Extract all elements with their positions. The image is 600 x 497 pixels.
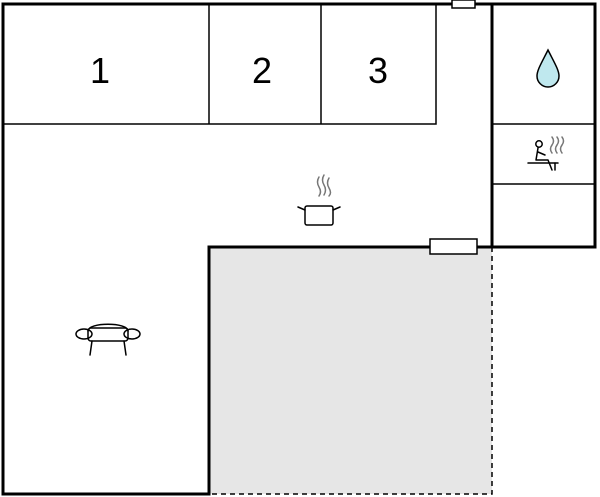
- room-label-2: 2: [252, 50, 272, 91]
- terrace-dashed-boundary: [209, 247, 493, 495]
- bedroom-corridor-wall: [3, 4, 437, 125]
- sauna-icon: [527, 136, 565, 171]
- window-terrace: [429, 238, 478, 255]
- cooking-pot-icon: [297, 174, 341, 226]
- window-top: [451, 0, 476, 9]
- water-drop-icon: [536, 48, 560, 88]
- room-label-3: 3: [368, 50, 388, 91]
- room-label-1: 1: [90, 50, 110, 91]
- terrace-area: [209, 247, 492, 494]
- sofa-icon: [75, 323, 141, 356]
